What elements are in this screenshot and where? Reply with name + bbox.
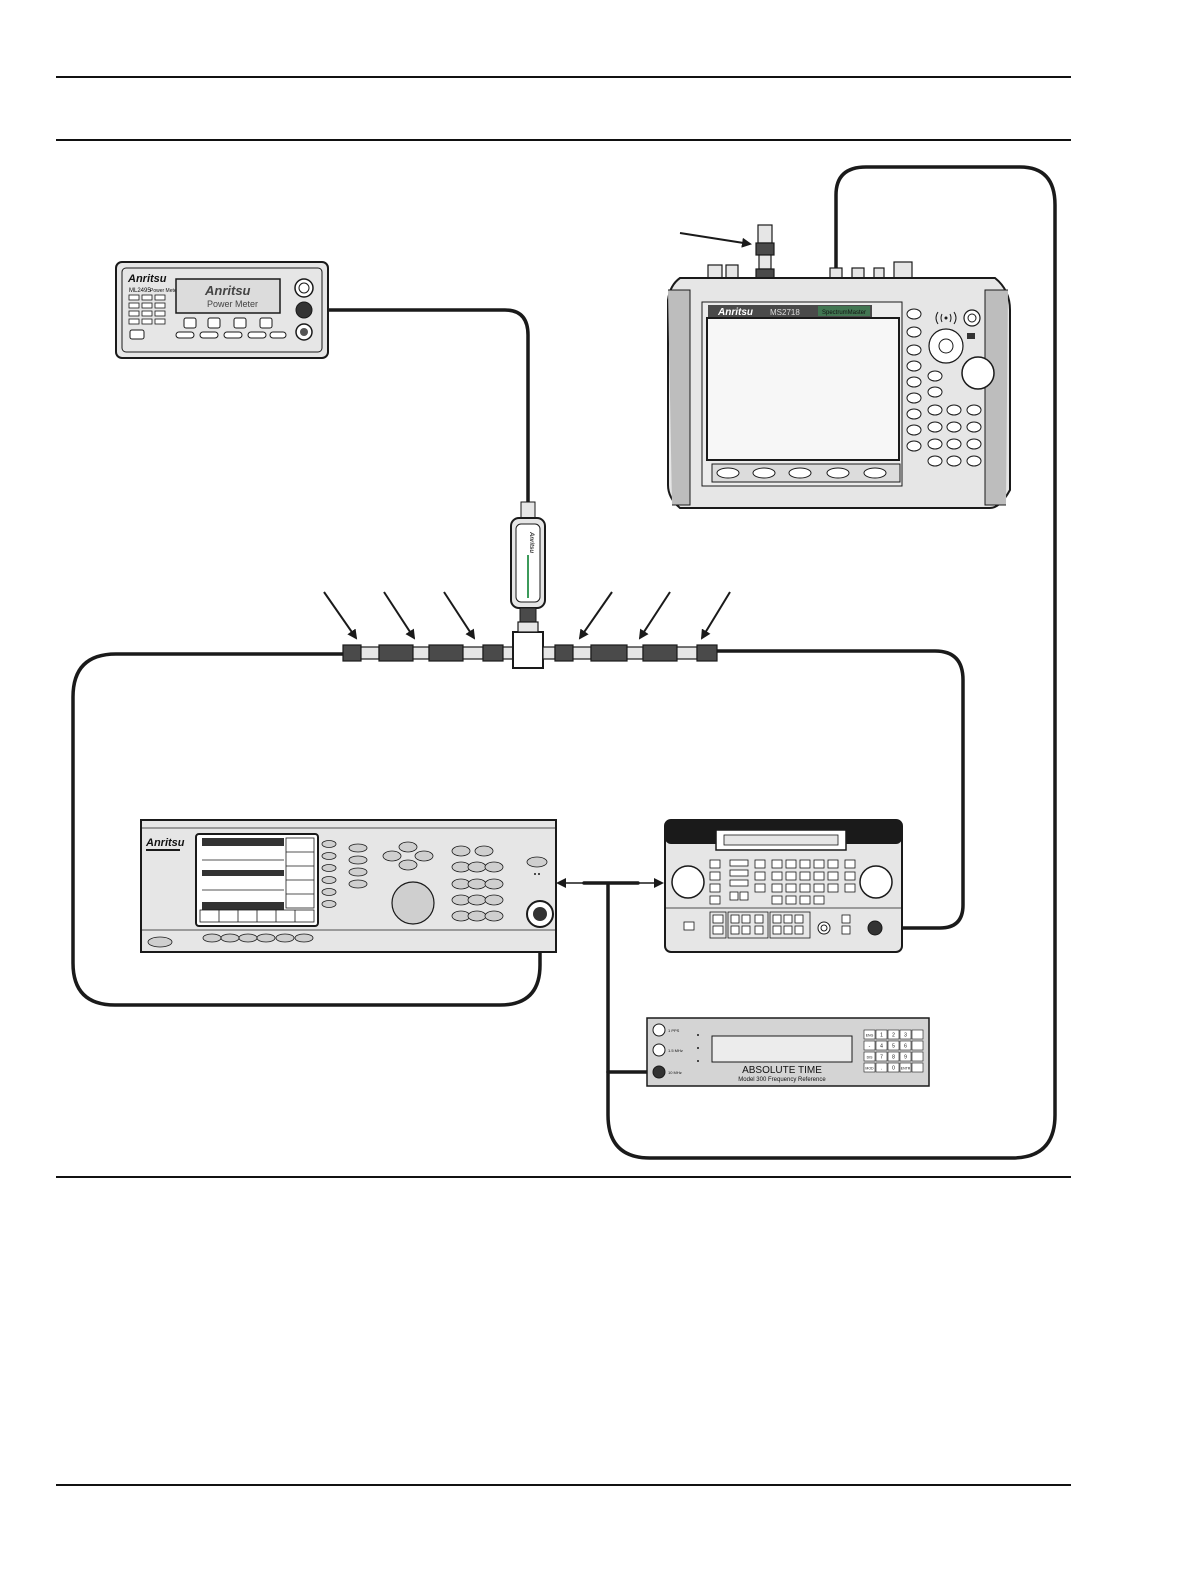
adapter-chain <box>343 622 717 668</box>
power-meter-display-line1: Anritsu <box>204 283 251 298</box>
frequency-reference-key-label: 9 <box>904 1055 907 1061</box>
power-meter-display-line2: Power Meter <box>207 299 258 309</box>
synthesizer-left-knob[interactable] <box>672 866 704 898</box>
frequency-reference-1-5mhz-port[interactable] <box>653 1044 665 1056</box>
frequency-reference-key-label: . <box>881 1066 882 1072</box>
frequency-reference-key-label: 3 <box>904 1033 907 1039</box>
signal-generator-brand: Anritsu <box>145 837 185 849</box>
callout-arrow-adapter-5 <box>640 592 670 638</box>
frequency-reference-key-label: MOD <box>865 1067 874 1071</box>
frequency-reference-display <box>712 1036 852 1062</box>
frequency-reference-key-label: 8 <box>892 1055 895 1061</box>
frequency-reference-10mhz-port[interactable] <box>653 1066 665 1078</box>
frequency-reference-key-label: 4 <box>880 1044 883 1050</box>
power-meter[interactable]: Anritsu ML2495 Power Meter Anritsu Power… <box>116 262 328 358</box>
spectrum-master-side-keys[interactable] <box>907 309 921 451</box>
callout-arrow-adapter-2 <box>384 592 414 638</box>
callout-arrow-adapter-4 <box>580 592 612 638</box>
spectrum-master-model: MS2718 <box>770 308 800 317</box>
frequency-reference-key-label: ENTR <box>901 1067 911 1071</box>
frequency-reference-key-label: 2 <box>892 1033 895 1039</box>
cable-power-meter-to-sensor[interactable] <box>312 310 528 505</box>
frequency-reference-subtitle: Model 300 Frequency Reference <box>738 1077 826 1083</box>
power-meter-knob[interactable] <box>295 279 313 297</box>
power-meter-brand: Anritsu <box>127 273 167 285</box>
frequency-reference-port-3-label: 10 MHz <box>668 1070 682 1075</box>
frequency-reference-title: ABSOLUTE TIME <box>742 1065 822 1076</box>
signal-generator[interactable]: Anritsu <box>141 820 556 952</box>
spectrum-master-top-connectors <box>708 225 912 279</box>
power-meter-power-key[interactable] <box>130 330 144 339</box>
frequency-reference-key[interactable] <box>912 1052 923 1061</box>
frequency-reference-key[interactable] <box>912 1041 923 1050</box>
frequency-reference-key[interactable] <box>912 1063 923 1072</box>
frequency-reference-1pps-port[interactable] <box>653 1024 665 1036</box>
frequency-reference-key-label: 0 <box>892 1066 895 1072</box>
power-meter-model-suffix: Power Meter <box>150 288 179 294</box>
callout-arrow-spectrum-master-port <box>680 233 750 244</box>
signal-generator-rotary-knob[interactable] <box>392 882 434 924</box>
power-meter-model: ML2495 <box>129 288 151 294</box>
callout-arrow-adapter-3 <box>444 592 474 638</box>
frequency-reference-key[interactable] <box>912 1030 923 1039</box>
spectrum-master-rotary-knob[interactable] <box>962 357 994 389</box>
frequency-reference-key-label: ENG <box>866 1034 874 1038</box>
synthesizer[interactable] <box>665 820 902 952</box>
frequency-reference-key-label: DIS <box>867 1056 874 1060</box>
spectrum-master-badge: SpectrumMaster <box>822 310 866 316</box>
frequency-reference-key-label: 5 <box>892 1044 895 1050</box>
spectrum-master-brand: Anritsu <box>717 307 753 318</box>
spectrum-master-softkeys[interactable] <box>712 464 900 482</box>
spectrum-master[interactable]: Anritsu MS2718 SpectrumMaster <box>668 225 1010 508</box>
spectrum-master-dpad[interactable] <box>929 329 963 363</box>
power-sensor[interactable]: Anritsu <box>511 502 545 622</box>
power-meter-sensor-port[interactable] <box>296 302 312 318</box>
frequency-reference[interactable]: 1 PPS 1.5 MHz 10 MHz ABSOLUTE TIME Model… <box>647 1018 929 1086</box>
callout-arrow-adapter-1 <box>324 592 356 638</box>
frequency-reference-key-label: 6 <box>904 1044 907 1050</box>
callout-arrow-adapter-6 <box>702 592 730 638</box>
frequency-reference-port-1-label: 1 PPS <box>668 1028 680 1033</box>
tee-adapter[interactable] <box>513 632 543 668</box>
spectrum-master-power-button[interactable] <box>964 310 980 326</box>
frequency-reference-key-label: 7 <box>880 1055 883 1061</box>
spectrum-master-screen <box>707 318 899 460</box>
synthesizer-rf-output[interactable] <box>868 921 882 935</box>
synthesizer-adjust-knob[interactable] <box>818 922 830 934</box>
synthesizer-right-knob[interactable] <box>860 866 892 898</box>
power-sensor-label: Anritsu <box>528 531 534 553</box>
frequency-reference-key-label: 1 <box>880 1033 883 1039</box>
frequency-reference-port-2-label: 1.5 MHz <box>668 1048 683 1053</box>
